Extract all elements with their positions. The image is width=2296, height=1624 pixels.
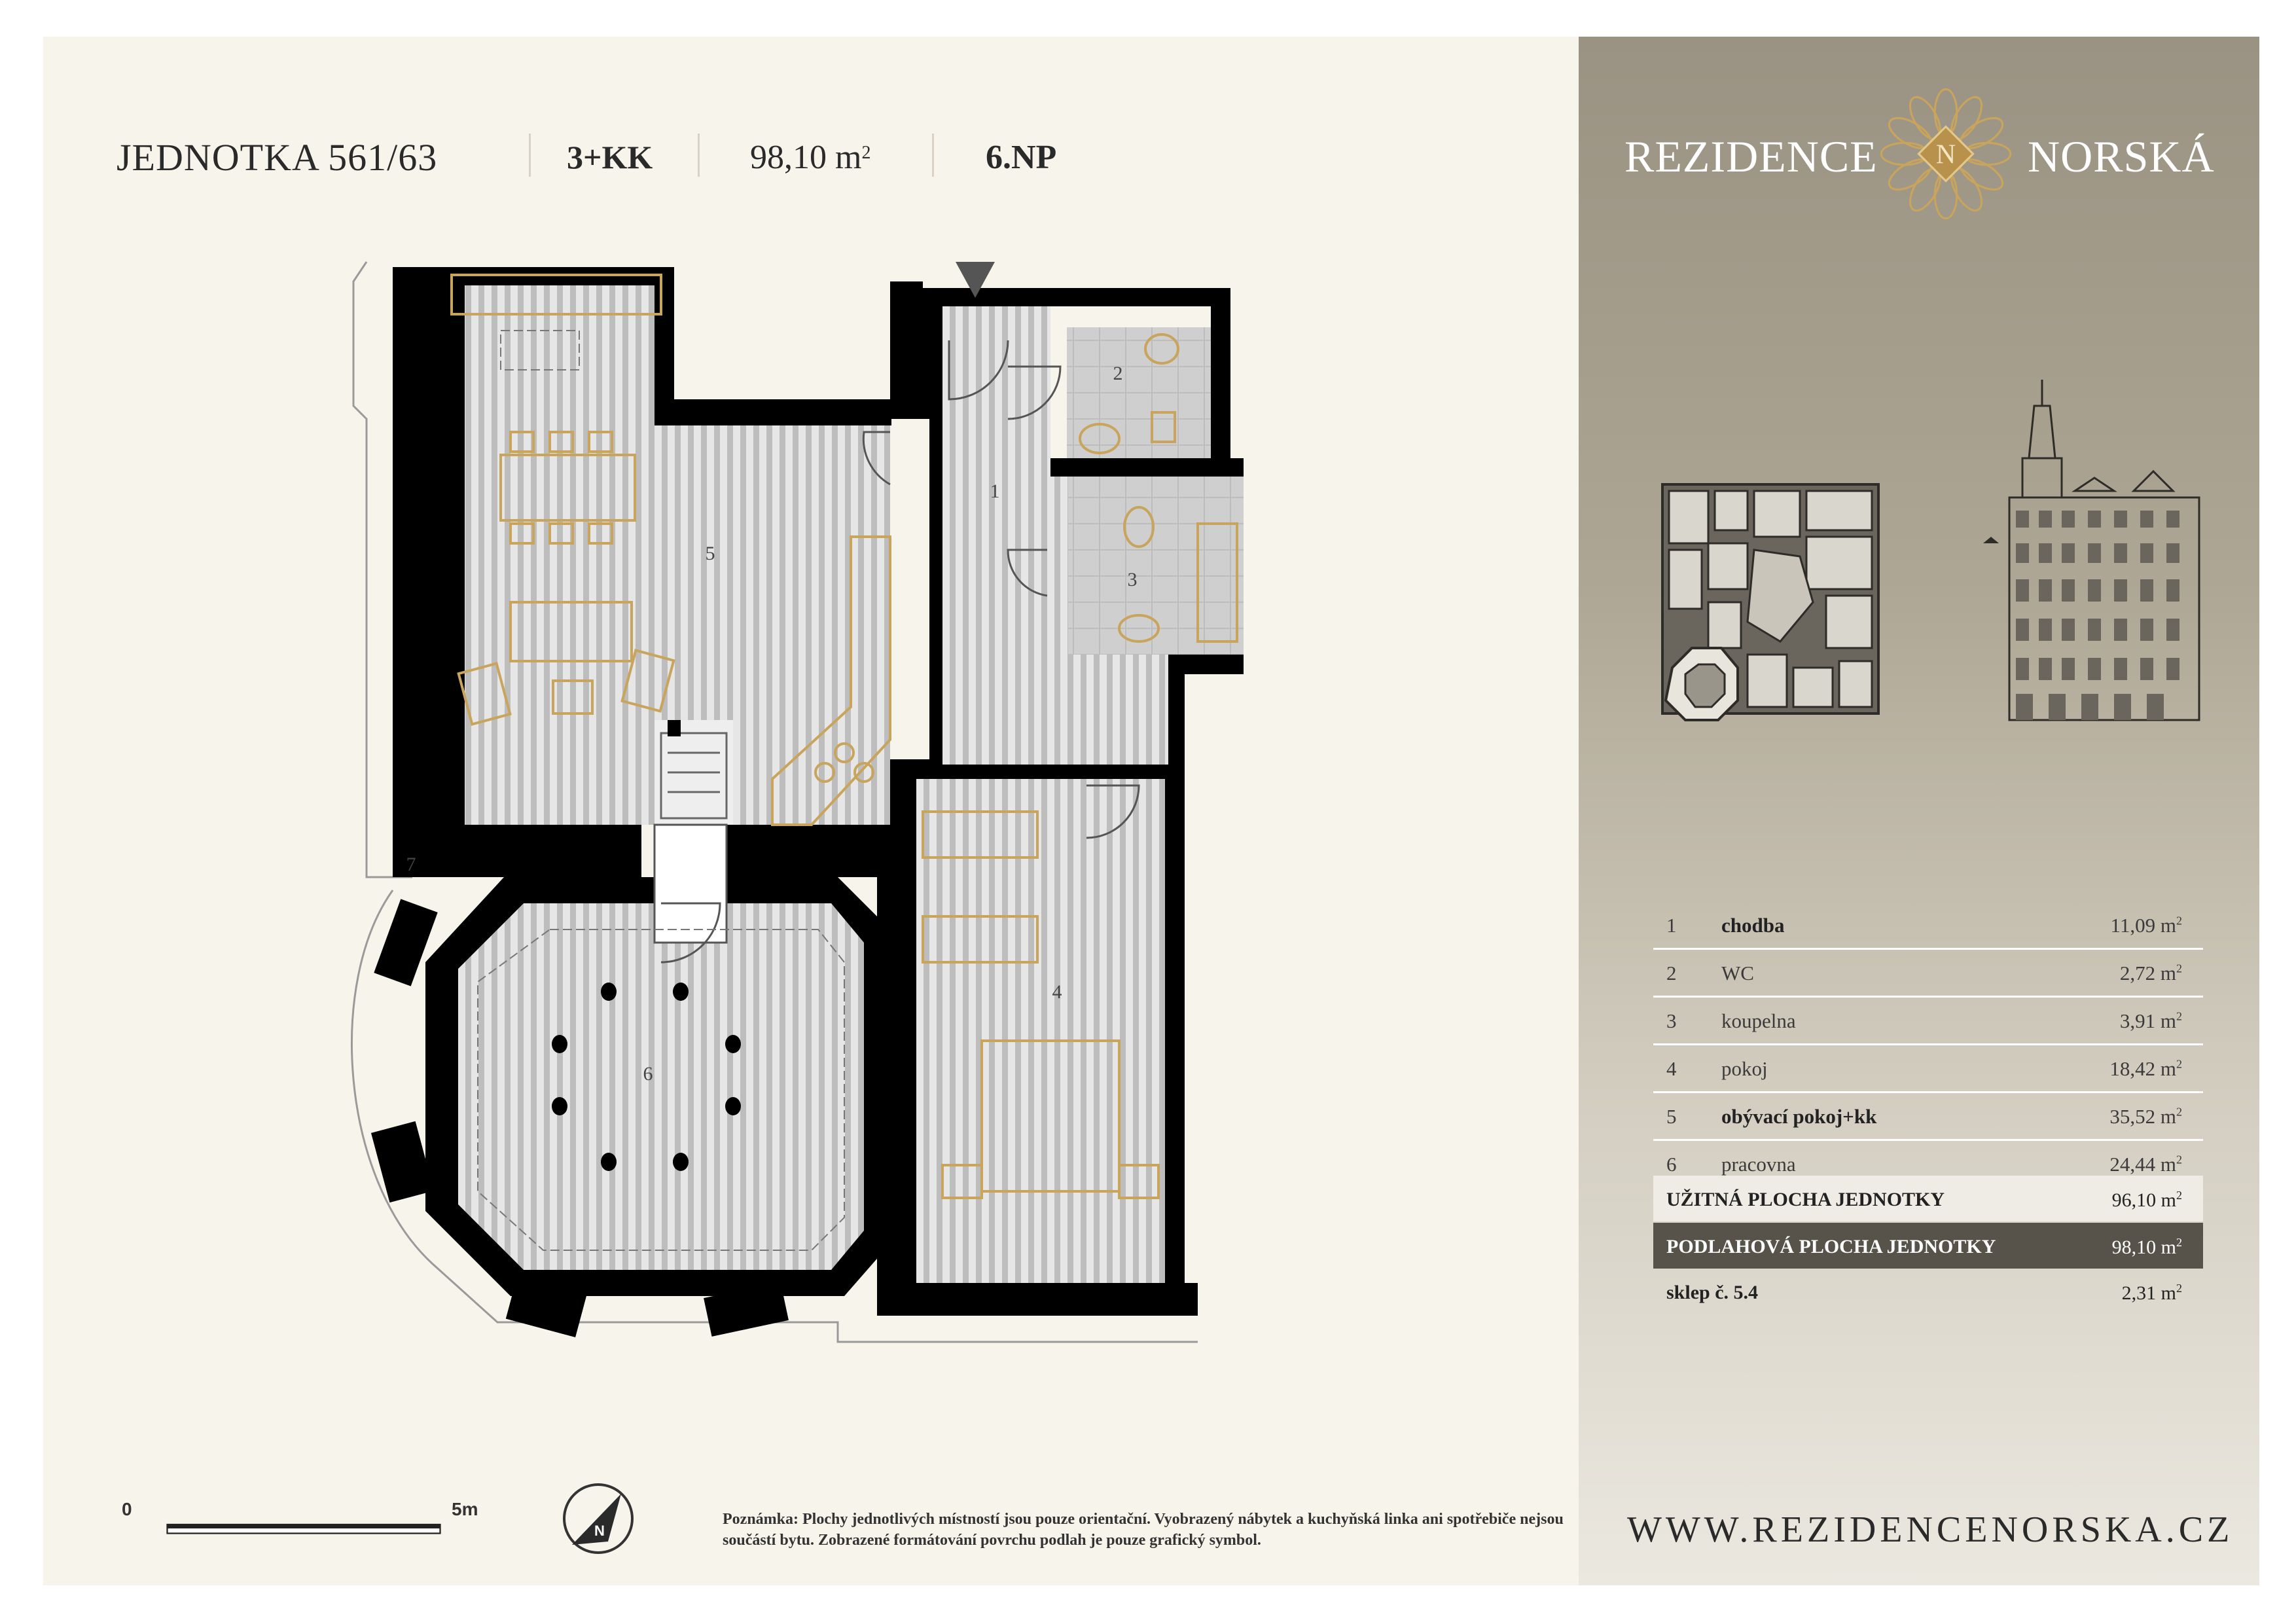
cellar-row: sklep č. 5.4 2,31 m2 — [1653, 1270, 2203, 1316]
room-area: 24,44 m2 — [2109, 1153, 2182, 1176]
room-area-table: 1 chodba 11,09 m2 2 WC 2,72 m2 3 koupeln… — [1653, 902, 2203, 1189]
room-label: pracovna — [1721, 1153, 1796, 1176]
room-number-6: 6 — [643, 1063, 653, 1085]
room-number-7: 7 — [406, 854, 416, 875]
scale-start-label: 0 — [122, 1499, 132, 1519]
room-label: WC — [1721, 962, 1754, 984]
room-area: 11,09 m2 — [2110, 914, 2182, 937]
header-divider — [698, 134, 700, 177]
table-row: 5 obývací pokoj+kk 35,52 m2 — [1653, 1093, 2203, 1141]
table-row: 1 chodba 11,09 m2 — [1653, 902, 2203, 950]
cellar-label: sklep č. 5.4 — [1666, 1282, 1759, 1303]
disclaimer-note: Poznámka: Plochy jednotlivých místností … — [723, 1511, 1564, 1549]
room-label: obývací pokoj+kk — [1721, 1105, 1877, 1128]
table-row: 4 pokoj 18,42 m2 — [1653, 1045, 2203, 1093]
building-facade-thumbnail — [1983, 380, 2200, 721]
usable-area-label: UŽITNÁ PLOCHA JEDNOTKY — [1666, 1189, 1945, 1210]
room-label: chodba — [1721, 914, 1785, 937]
floor-area-row: PODLAHOVÁ PLOCHA JEDNOTKY 98,10 m2 — [1653, 1223, 2203, 1269]
room-number: 2 — [1666, 962, 1677, 984]
room-number: 5 — [1666, 1105, 1677, 1128]
floor-plan: 1 2 3 4 5 6 7 — [351, 261, 1244, 1343]
room-number-2: 2 — [1113, 363, 1123, 384]
brand-logo-icon: N — [1880, 88, 2012, 220]
room-number: 1 — [1666, 914, 1677, 937]
floor-marker-icon — [1983, 537, 1999, 543]
brand-logo-letter: N — [1936, 140, 1956, 170]
room-number-5: 5 — [706, 543, 715, 564]
unit-area-value: 98,10 m — [750, 138, 862, 176]
room-number-1: 1 — [990, 480, 1000, 502]
brand-name-right: NORSKÁ — [2028, 132, 2215, 181]
unit-title: JEDNOTKA 561/63 — [117, 135, 438, 179]
building-floor-plan-thumbnail — [1661, 483, 1880, 721]
room-area: 2,72 m2 — [2119, 962, 2182, 984]
room-number: 6 — [1666, 1153, 1677, 1176]
entrance-arrow-icon — [956, 262, 995, 298]
room-number: 4 — [1666, 1057, 1677, 1080]
scale-bar — [166, 1523, 441, 1534]
north-arrow-icon: N — [563, 1483, 634, 1554]
floor-area-label: PODLAHOVÁ PLOCHA JEDNOTKY — [1666, 1236, 1996, 1257]
floor-area-value: 98,10 m2 — [2111, 1236, 2182, 1258]
scale-end-label: 5m — [452, 1499, 478, 1519]
cellar-value: 2,31 m2 — [2121, 1282, 2182, 1304]
website-url[interactable]: WWW.REZIDENCENORSKA.CZ — [1627, 1509, 2234, 1550]
unit-area-sup: 2 — [861, 143, 871, 163]
room-area: 18,42 m2 — [2109, 1057, 2182, 1080]
north-letter: N — [594, 1523, 605, 1539]
table-row: 2 WC 2,72 m2 — [1653, 950, 2203, 998]
room-number-4: 4 — [1052, 981, 1062, 1003]
header-divider — [529, 134, 531, 177]
room-number: 3 — [1666, 1009, 1677, 1032]
brand-name-left: REZIDENCE — [1624, 132, 1878, 181]
unit-floor: 6.NP — [986, 138, 1057, 176]
room-area: 35,52 m2 — [2109, 1105, 2182, 1128]
room-label: koupelna — [1721, 1009, 1796, 1032]
usable-area-row: UŽITNÁ PLOCHA JEDNOTKY 96,10 m2 — [1653, 1176, 2203, 1221]
room-label: pokoj — [1721, 1057, 1768, 1080]
unit-layout: 3+KK — [567, 139, 653, 175]
header-divider — [932, 134, 934, 177]
table-row: 3 koupelna 3,91 m2 — [1653, 998, 2203, 1045]
room-number-3: 3 — [1128, 569, 1138, 590]
room-area: 3,91 m2 — [2119, 1009, 2182, 1032]
info-panel — [1579, 37, 2259, 1585]
usable-area-value: 96,10 m2 — [2111, 1189, 2182, 1211]
